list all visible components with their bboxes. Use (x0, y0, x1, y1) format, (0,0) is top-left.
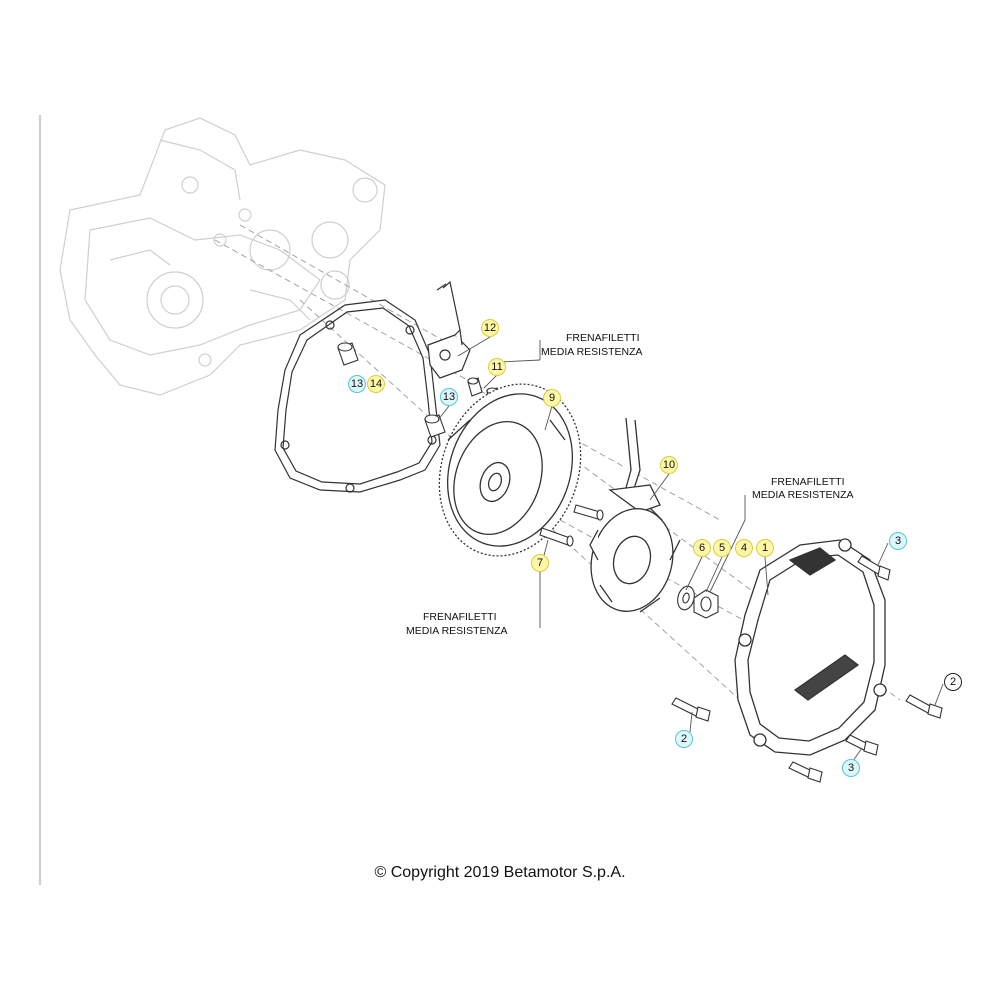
cover-bolt-bottom-b (788, 761, 823, 783)
callout-c14: 14 (367, 375, 385, 393)
callout-circle (842, 759, 860, 777)
callout-c6: 6 (693, 539, 711, 557)
callout-c3b: 3 (842, 759, 860, 777)
crankcase-ghost (59, 117, 386, 396)
callout-number: 13 (443, 391, 455, 403)
callout-circle (543, 389, 561, 407)
callout-labels: 12 11 13 14 13 9 10 6 5 4 1 7 3 2 2 3 (348, 319, 962, 777)
callout-number: 1 (762, 542, 768, 554)
callout-number: 12 (484, 322, 496, 334)
callout-circle (660, 456, 678, 474)
callout-c2b: 2 (675, 730, 693, 748)
callout-circle (348, 375, 366, 393)
callout-circle (889, 532, 907, 550)
callout-number: 4 (741, 542, 747, 554)
callout-number: 10 (663, 459, 675, 471)
note-threadlocker-3: FRENAFILETTI MEDIA RESISTENZA (406, 611, 508, 637)
callout-circle (488, 358, 506, 376)
callout-circle (713, 539, 731, 557)
callout-number: 5 (719, 542, 725, 554)
callout-number: 11 (491, 361, 502, 373)
callout-number: 13 (351, 378, 363, 390)
note-line2: MEDIA RESISTENZA (752, 489, 854, 501)
callout-number: 9 (549, 392, 555, 404)
cover-bolt-top-right (857, 555, 891, 581)
flywheel-bolt (539, 527, 574, 547)
note-line2: MEDIA RESISTENZA (541, 346, 643, 358)
callout-circle (735, 539, 753, 557)
note-line1: FRENAFILETTI (566, 332, 640, 344)
copyright-notice: © Copyright 2019 Betamotor S.p.A. (374, 864, 626, 881)
dowel-pin-lower (424, 414, 446, 438)
callout-circle (675, 730, 693, 748)
callout-circle (440, 388, 458, 406)
pickup-sensor (427, 280, 471, 379)
stator-bolt (573, 504, 604, 521)
callout-c3a: 3 (889, 532, 907, 550)
callout-c2a: 2 (944, 673, 962, 691)
callout-circle (944, 673, 962, 691)
callout-number: 2 (950, 676, 956, 688)
callout-c12: 12 (481, 319, 499, 337)
ignition-cover (734, 538, 887, 756)
callout-number: 14 (370, 378, 382, 390)
callout-c1: 1 (756, 539, 774, 557)
callout-c9: 9 (543, 389, 561, 407)
note-line1: FRENAFILETTI (771, 476, 845, 488)
dowel-pin-upper (337, 342, 359, 366)
callout-number: 6 (699, 542, 705, 554)
callout-number: 3 (848, 762, 854, 774)
cover-bolt-left (671, 697, 711, 722)
flywheel (438, 383, 582, 557)
note-line1: FRENAFILETTI (423, 611, 497, 623)
callout-circle (693, 539, 711, 557)
callout-circle (756, 539, 774, 557)
callout-circle (481, 319, 499, 337)
callout-c7: 7 (531, 554, 549, 572)
callout-circle (367, 375, 385, 393)
note-threadlocker-1: FRENAFILETTI MEDIA RESISTENZA (541, 332, 643, 358)
callout-c13a: 13 (348, 375, 366, 393)
callout-number: 7 (537, 557, 543, 569)
callout-circle (531, 554, 549, 572)
callout-number: 2 (681, 733, 687, 745)
cover-bolt-right (905, 694, 943, 719)
note-line2: MEDIA RESISTENZA (406, 625, 508, 637)
callout-c13b: 13 (440, 388, 458, 406)
callout-c5: 5 (713, 539, 731, 557)
stator (589, 417, 681, 613)
note-threadlocker-2: FRENAFILETTI MEDIA RESISTENZA (752, 476, 854, 501)
callout-number: 3 (895, 535, 901, 547)
flywheel-nut (693, 589, 719, 619)
cover-bolt-bottom-a (845, 734, 879, 756)
cover-gasket (274, 299, 441, 493)
callout-c4: 4 (735, 539, 753, 557)
callout-c10: 10 (660, 456, 678, 474)
callout-c11: 11 (488, 358, 506, 376)
